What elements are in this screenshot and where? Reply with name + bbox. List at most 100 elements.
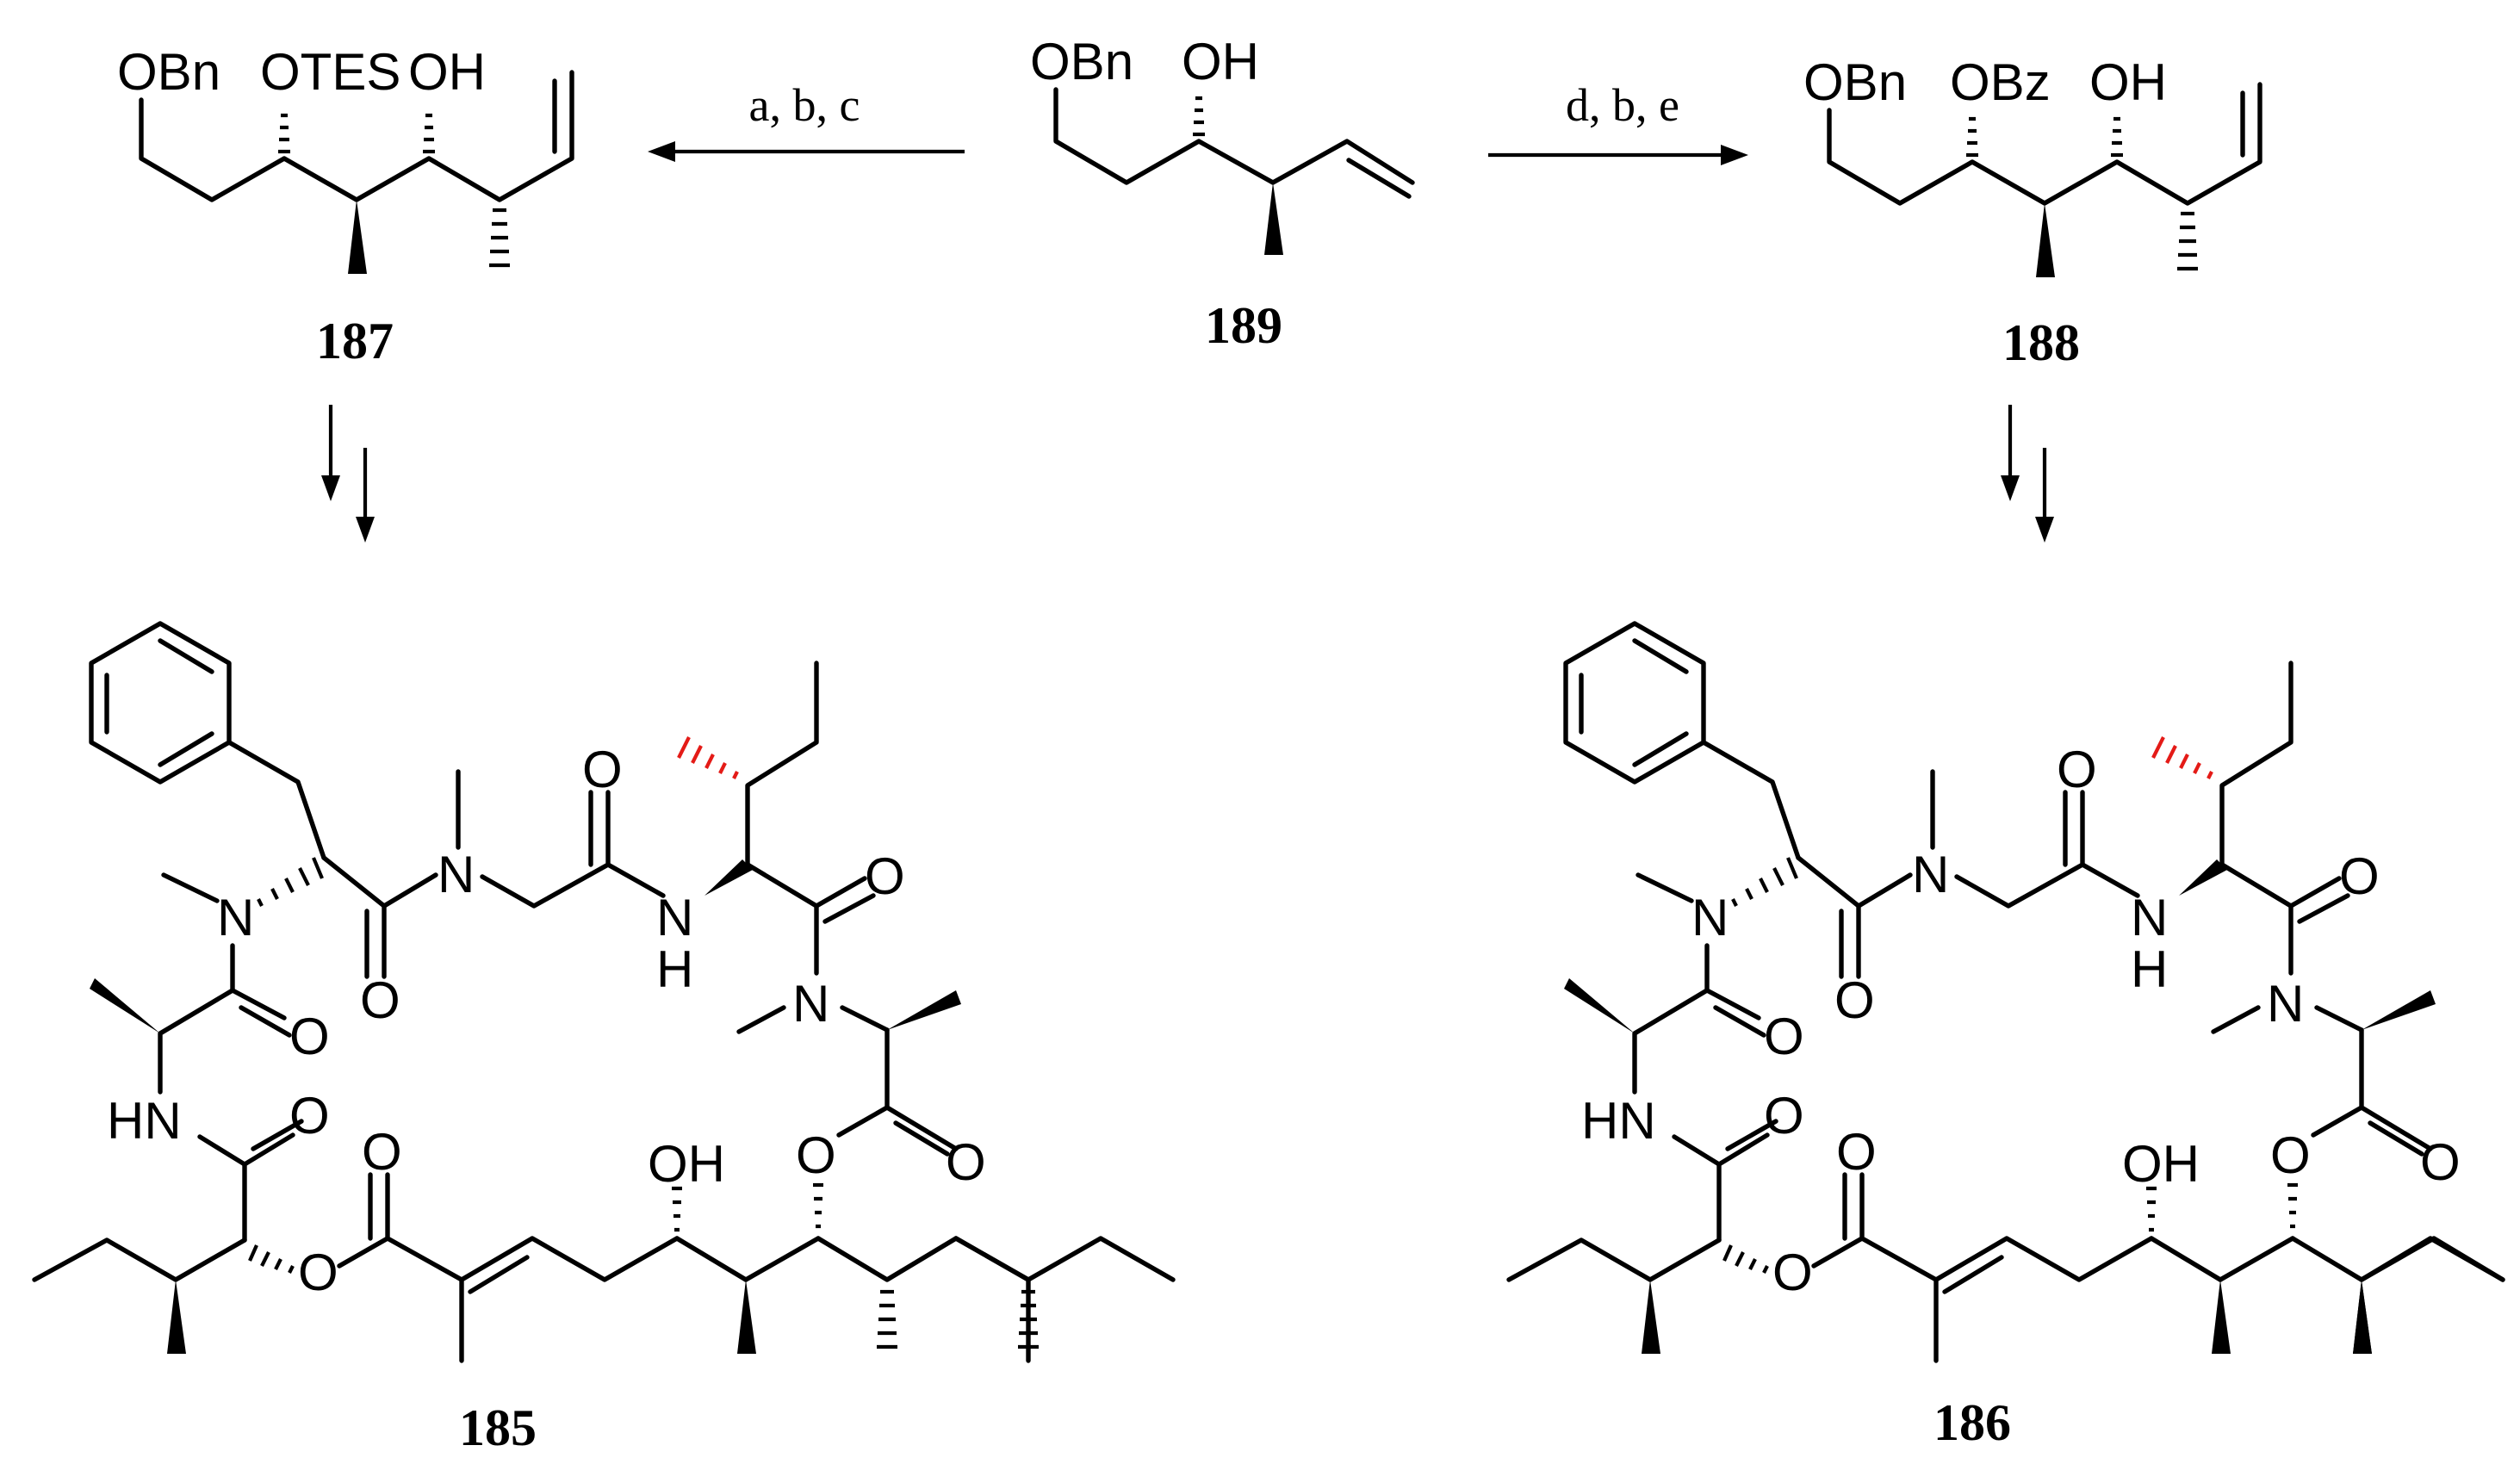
- bond-wedge: [737, 1280, 756, 1354]
- bond-backbone: [884, 1027, 959, 1151]
- bond-ester: [1811, 1236, 1865, 1269]
- compound-label-186: 186: [1933, 1394, 2011, 1451]
- bond-backbone: [2080, 862, 2140, 898]
- bond-chain: [385, 1172, 464, 1282]
- bond-wedge: [90, 978, 160, 1033]
- bond-wedge: [2179, 859, 2227, 896]
- bond-backbone: [1796, 855, 1861, 979]
- bond-chain: [1053, 87, 1415, 185]
- atom-label-o: O: [289, 1087, 330, 1145]
- bond-double: [158, 638, 214, 674]
- bond-benzyl: [1701, 740, 1801, 860]
- atom-label-n: N: [438, 846, 475, 903]
- condition-right: d, b, e: [1566, 79, 1679, 131]
- bond-wedge: [704, 859, 753, 896]
- bond-backbone: [745, 862, 867, 909]
- compound-label-189: 189: [1205, 297, 1282, 354]
- atom-label-o: O: [2420, 1133, 2461, 1191]
- compound-187-structure: OBn OTES OH: [117, 43, 574, 274]
- atom-label-hn: HN: [1581, 1092, 1656, 1150]
- bond-chain: [1933, 1236, 2154, 1363]
- bond-backbone: [2219, 862, 2342, 909]
- reaction-arrow-right: [1488, 145, 1748, 165]
- bond-hashed: [248, 1244, 295, 1274]
- atom-label-o: O: [1772, 1244, 1813, 1301]
- atom-label-h: H: [2131, 940, 2168, 998]
- bond-hashed: [813, 1182, 823, 1229]
- bond-chain: [1859, 1172, 1939, 1282]
- bond-chain: [1506, 1238, 1722, 1282]
- bond-hashed: [423, 113, 435, 154]
- bond-chain: [674, 1236, 748, 1282]
- bond-wedge: [1264, 183, 1283, 255]
- bond-double: [822, 893, 876, 924]
- bond-backbone: [2314, 1005, 2364, 1033]
- atom-label-obn: OBn: [117, 43, 220, 101]
- bond-chain: [953, 1236, 1031, 1363]
- bond-hashed: [2287, 1182, 2298, 1229]
- bond-backbone: [2359, 1027, 2433, 1151]
- atom-label-obn: OBn: [1803, 53, 1907, 111]
- atom-label-oh: OH: [408, 43, 486, 101]
- atom-label-hn: HN: [107, 1092, 182, 1150]
- atom-label-n: N: [2131, 889, 2168, 946]
- bond-double: [1632, 731, 1689, 767]
- side-chain-185: [953, 1236, 1176, 1349]
- bond-hashed: [672, 1186, 682, 1232]
- bond-chain: [459, 1236, 680, 1363]
- multistep-arrow-right: [2001, 405, 2054, 543]
- atom-label-n: N: [217, 889, 254, 946]
- bond-hashed: [2111, 116, 2123, 158]
- atom-label-o: O: [360, 971, 400, 1029]
- bond-hashed: [1731, 857, 1798, 907]
- bond-wedge: [887, 990, 961, 1030]
- bond-side-chain: [745, 661, 819, 867]
- bond-backbone: [321, 855, 387, 979]
- bond-chain: [2149, 1236, 2223, 1282]
- bond-backbone: [840, 1005, 890, 1033]
- atom-label-o: O: [362, 1123, 402, 1181]
- atom-label-o: O: [1764, 1008, 1804, 1065]
- atom-label-o: O: [2270, 1126, 2311, 1184]
- bond-ethyl: [1026, 1236, 1176, 1282]
- condition-left: a, b, c: [749, 79, 860, 131]
- atom-label-o: O: [946, 1133, 986, 1191]
- bond-double: [1346, 158, 1412, 199]
- bond-double: [1713, 1005, 1766, 1038]
- reaction-arrow-left: [648, 141, 965, 162]
- bond-wedge: [348, 200, 367, 274]
- compound-189-structure: OBn OH: [1030, 33, 1415, 255]
- bond-double: [2297, 893, 2350, 924]
- bond-ester: [337, 1236, 390, 1269]
- atom-label-n: N: [1691, 889, 1729, 946]
- bond-hashed: [489, 208, 510, 268]
- bond-backbone: [480, 790, 611, 909]
- bond-chain: [743, 1236, 821, 1282]
- bond-n-methyl: [736, 1005, 786, 1034]
- bond-benzyl: [227, 740, 326, 860]
- bond-hashed: [1966, 116, 1978, 158]
- bond-backbone: [605, 862, 666, 898]
- atom-label-o: O: [289, 1008, 330, 1065]
- bond-hashed: [2146, 1186, 2157, 1232]
- bond-hashed: [877, 1289, 897, 1349]
- bond-backbone: [382, 872, 438, 909]
- bond-wedge: [2036, 203, 2055, 277]
- atom-label-o: O: [2057, 741, 2097, 798]
- bond-hashed: [2177, 211, 2198, 271]
- bond-chain: [2218, 1236, 2295, 1282]
- atom-label-o: O: [582, 741, 623, 798]
- bond-n-methyl: [2211, 1005, 2261, 1034]
- atom-label-oh: OH: [2122, 1135, 2200, 1193]
- bond-n-methyl: [1636, 872, 1694, 903]
- compound-188-structure: OBn OBz OH: [1803, 53, 2262, 277]
- bond-backbone: [1716, 1132, 1770, 1243]
- bond-wedge: [2353, 1280, 2372, 1354]
- atom-label-oh: OH: [648, 1135, 725, 1193]
- compound-label-188: 188: [2002, 314, 2080, 371]
- compound-186-structure: N O N O N H O: [1506, 621, 2505, 1363]
- atom-label-o: O: [865, 847, 905, 905]
- phenyl-ring: [89, 621, 232, 785]
- bond-wedge: [2362, 990, 2436, 1030]
